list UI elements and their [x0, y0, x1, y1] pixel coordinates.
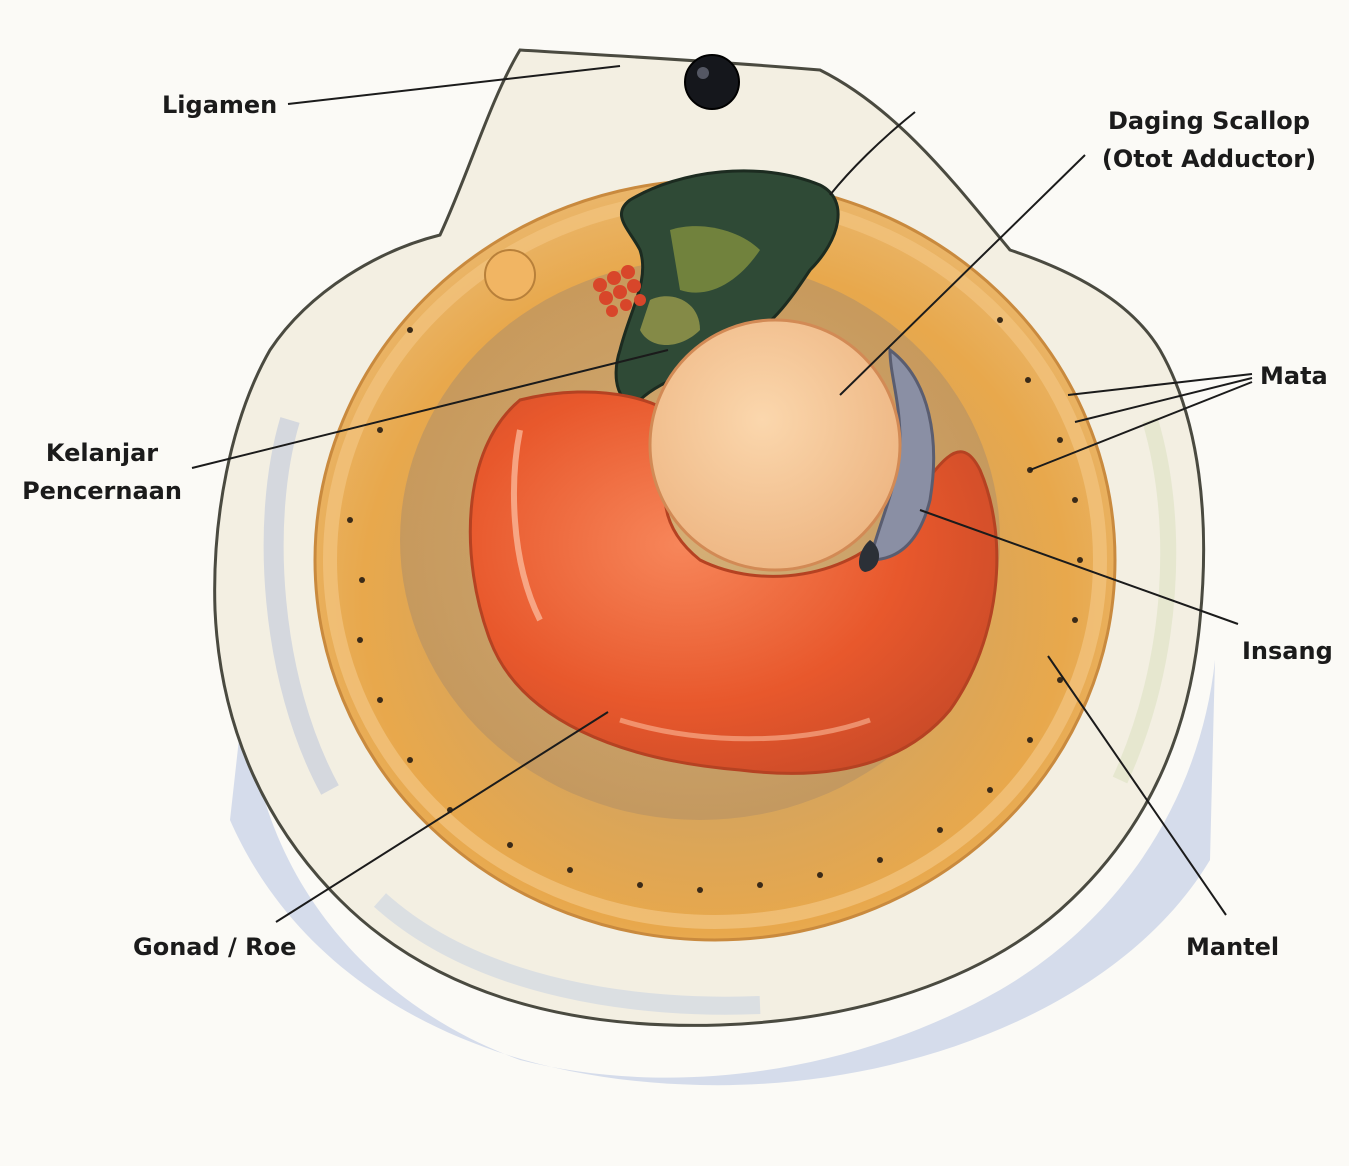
- leader-gonad: [275, 711, 609, 923]
- leader-eyes-1: [1067, 373, 1253, 396]
- leader-upper: [829, 111, 916, 196]
- label-adductor-line1: Daging Scallop: [1108, 107, 1310, 135]
- mantle-eye-dots: [347, 317, 1083, 893]
- label-adductor: Daging Scallop (Otot Adductor): [1098, 102, 1320, 179]
- leader-ligament: [287, 65, 621, 105]
- leader-mantle: [1047, 655, 1227, 916]
- label-adductor-line2: (Otot Adductor): [1101, 145, 1317, 174]
- leader-lines: [191, 65, 1253, 923]
- red-eggs: [593, 265, 646, 317]
- ligament-hinge: [684, 54, 740, 110]
- label-digestive-line1: Kelanjar: [45, 439, 159, 467]
- leader-gills: [919, 509, 1239, 625]
- adductor-muscle: [648, 318, 902, 572]
- leader-eyes-3: [1029, 381, 1253, 471]
- label-gonad: Gonad / Roe: [133, 933, 297, 961]
- label-ligament: Ligamen: [162, 91, 278, 119]
- label-mantle: Mantel: [1186, 933, 1280, 961]
- label-eyes: Mata: [1260, 362, 1328, 390]
- label-digestive-gland: Kelanjar Pencernaan: [14, 434, 190, 511]
- label-gills: Insang: [1242, 637, 1333, 665]
- small-sphere: [484, 249, 536, 301]
- leader-eyes-2: [1074, 377, 1253, 423]
- leader-digestive: [191, 349, 669, 469]
- label-digestive-line2: Pencernaan: [22, 477, 182, 506]
- leader-adductor: [839, 154, 1086, 396]
